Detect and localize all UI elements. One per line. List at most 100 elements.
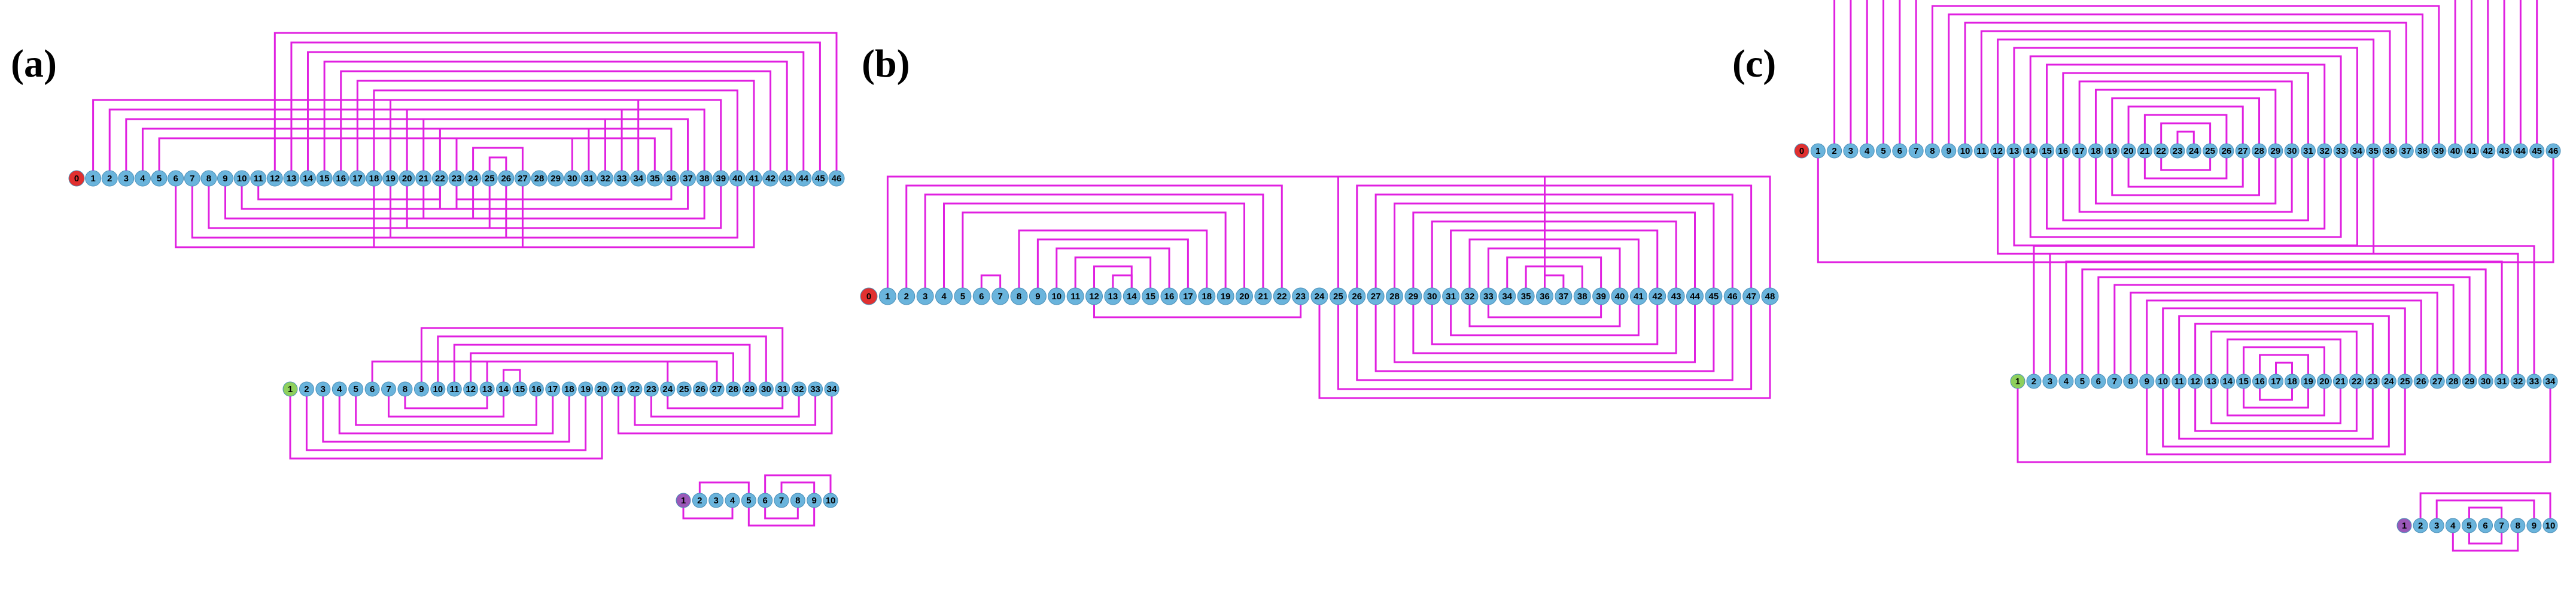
node-label-a-top-15: 15	[320, 174, 330, 184]
arc-c-mid-8	[2162, 307, 2406, 375]
node-label-b-main-42: 42	[1652, 292, 1662, 302]
panel-label-c: (c)	[1732, 42, 1776, 86]
node-c-bot-3	[2445, 518, 2461, 533]
arc-a-top-22	[224, 185, 475, 220]
node-label-a-top-36: 36	[667, 174, 677, 184]
arc-b-main-25	[1318, 303, 1771, 399]
node-label-c-bot-2: 3	[2434, 521, 2439, 531]
node-label-a-top-29: 29	[551, 174, 561, 184]
node-label-b-main-24: 24	[1315, 292, 1325, 302]
node-c-mid-17	[2284, 374, 2300, 389]
node-label-c-mid-25: 26	[2416, 377, 2426, 387]
node-b-main-39	[1592, 287, 1610, 305]
node-label-a-mid-30: 31	[777, 384, 787, 394]
node-c-top-22	[2154, 143, 2169, 159]
node-a-top-39	[713, 170, 729, 187]
arc-c-mid-0	[2033, 245, 2535, 375]
node-label-a-top-33: 33	[617, 174, 627, 184]
node-a-mid-0	[282, 381, 298, 397]
node-label-b-main-19: 19	[1221, 292, 1231, 302]
node-c-mid-23	[2381, 374, 2396, 389]
node-label-a-mid-13: 14	[498, 384, 509, 394]
node-label-b-main-10: 10	[1051, 292, 1062, 302]
node-b-main-17	[1179, 287, 1197, 305]
node-c-top-28	[2252, 143, 2267, 159]
node-label-c-top-21: 21	[2140, 146, 2150, 156]
arc-b-main-7	[1036, 238, 1189, 289]
node-c-mid-25	[2413, 374, 2429, 389]
arc-a-mid-4	[470, 352, 734, 383]
node-c-mid-3	[2058, 374, 2074, 389]
node-label-a-mid-0: 1	[288, 384, 293, 394]
arc-b-main-21	[1506, 256, 1602, 289]
node-label-c-mid-10: 11	[2174, 377, 2184, 387]
node-a-top-27	[514, 170, 531, 187]
arc-a-mid-8	[305, 395, 587, 451]
node-b-main-45	[1705, 287, 1723, 305]
node-c-mid-32	[2526, 374, 2542, 389]
arc-c-top-17	[2111, 97, 2261, 145]
arc-c-top-1	[1850, 0, 2522, 145]
node-b-main-31	[1442, 287, 1460, 305]
node-c-mid-19	[2316, 374, 2332, 389]
arc-a-mid-14	[617, 395, 833, 435]
node-c-mid-16	[2268, 374, 2284, 389]
node-label-c-mid-8: 9	[2145, 377, 2149, 387]
node-a-mid-12	[479, 381, 495, 397]
arc-c-mid-17	[2146, 387, 2406, 456]
arc-b-main-8	[1056, 247, 1170, 289]
node-b-main-9	[1029, 287, 1047, 305]
node-label-b-main-9: 9	[1035, 292, 1040, 302]
node-c-bot-5	[2478, 518, 2493, 533]
node-label-a-top-43: 43	[782, 174, 792, 184]
node-b-main-0	[860, 287, 878, 305]
node-a-mid-29	[758, 381, 774, 397]
node-c-top-18	[2088, 143, 2103, 159]
node-label-b-main-45: 45	[1709, 292, 1719, 302]
node-a-mid-11	[463, 381, 479, 397]
arc-a-mid-15	[634, 395, 817, 426]
node-label-a-mid-24: 25	[679, 384, 689, 394]
node-label-c-mid-22: 23	[2368, 377, 2378, 387]
arc-b-main-33	[1468, 303, 1621, 327]
node-label-b-main-36: 36	[1540, 292, 1550, 302]
node-label-b-main-34: 34	[1502, 292, 1512, 302]
node-b-main-30	[1423, 287, 1441, 305]
node-label-c-top-35: 35	[2368, 146, 2379, 156]
node-a-top-35	[646, 170, 663, 187]
node-label-a-bot-3: 4	[730, 496, 735, 506]
arc-b-main-4	[962, 211, 1227, 289]
node-a-mid-5	[364, 381, 380, 397]
node-a-mid-9	[430, 381, 446, 397]
node-c-bot-8	[2526, 518, 2542, 533]
node-label-c-mid-32: 33	[2529, 377, 2539, 387]
node-a-mid-13	[496, 381, 512, 397]
arc-a-bot-1	[764, 474, 832, 494]
arc-b-main-19	[1468, 238, 1640, 289]
node-c-mid-2	[2042, 374, 2058, 389]
node-b-main-41	[1629, 287, 1647, 305]
node-label-a-mid-26: 27	[712, 384, 722, 394]
node-a-top-2	[101, 170, 118, 187]
node-label-a-mid-19: 20	[597, 384, 607, 394]
arc-c-top-16	[2094, 89, 2277, 145]
node-label-c-mid-5: 6	[2096, 377, 2101, 387]
node-label-c-mid-21: 22	[2352, 377, 2362, 387]
node-c-top-24	[2186, 143, 2201, 159]
node-c-mid-6	[2107, 374, 2122, 389]
node-label-a-mid-23: 24	[662, 384, 673, 394]
node-a-top-5	[151, 170, 168, 187]
arc-c-top-10	[1997, 38, 2375, 145]
arc-c-top-5	[1915, 0, 2456, 145]
node-label-b-main-27: 27	[1371, 292, 1381, 302]
node-label-a-mid-16: 17	[548, 384, 558, 394]
node-label-c-top-6: 6	[1897, 146, 1902, 156]
arc-a-mid-5	[486, 360, 718, 383]
node-c-top-41	[2464, 143, 2479, 159]
node-label-c-mid-28: 29	[2465, 377, 2475, 387]
node-c-top-17	[2072, 143, 2087, 159]
node-c-mid-5	[2091, 374, 2106, 389]
arcs-c-bot	[2419, 492, 2551, 552]
